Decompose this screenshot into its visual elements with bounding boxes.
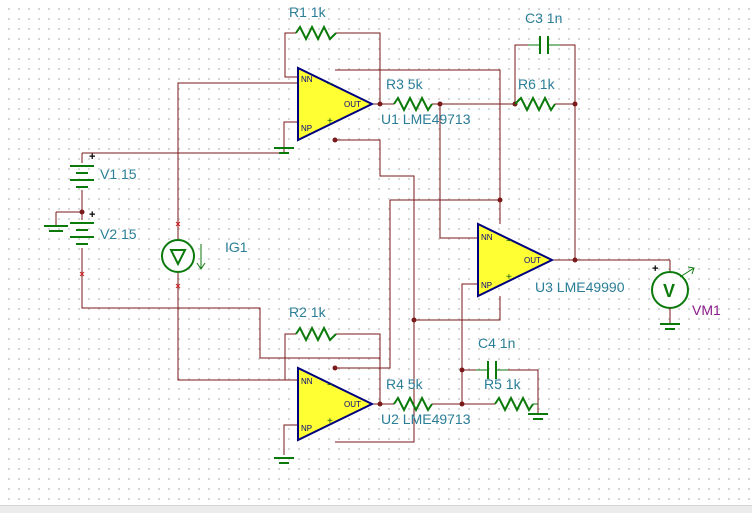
svg-text:+: + (327, 416, 333, 427)
svg-text:OUT: OUT (524, 256, 541, 265)
resistor-r5[interactable]: R5 1k (484, 376, 538, 413)
current-source-ig1[interactable]: IG1 (161, 239, 248, 273)
ground-icon (660, 323, 680, 330)
junction-dot (377, 101, 383, 107)
svg-text:+: + (89, 209, 95, 221)
junction-dot (572, 101, 578, 107)
resistor-r3[interactable]: R3 5k (386, 76, 433, 113)
junction-dot (437, 101, 443, 107)
ground-icon (274, 147, 294, 154)
r6-label: R6 1k (518, 76, 556, 92)
r1-label: R1 1k (289, 4, 327, 20)
svg-text:OUT: OUT (344, 100, 361, 109)
c4-label: C4 1n (478, 335, 515, 351)
junction-dot (79, 209, 85, 215)
opamp-u2[interactable]: NN NP OUT − + U2 LME49713 (297, 366, 471, 442)
voltmeter-vm1[interactable]: V + VM1 (651, 263, 721, 324)
ground-icon (528, 404, 548, 420)
svg-text:−: − (327, 380, 333, 391)
ground-icon (44, 225, 68, 232)
svg-text:NP: NP (301, 424, 312, 433)
junction-dot (332, 137, 338, 143)
svg-text:+: + (327, 116, 333, 127)
svg-text:+: + (652, 263, 658, 275)
resistor-r1[interactable]: R1 1k (289, 4, 337, 42)
r4-label: R4 5k (386, 376, 424, 392)
u1-label: U1 LME49713 (381, 111, 471, 127)
v2-label: V2 15 (100, 226, 137, 242)
svg-text:+: + (506, 272, 512, 283)
junction-dot (459, 367, 465, 373)
svg-text:V: V (663, 281, 675, 301)
u2-label: U2 LME49713 (381, 411, 471, 427)
svg-text:NP: NP (481, 281, 492, 290)
junction-dot (411, 317, 417, 323)
capacitor-c3[interactable]: C3 1n (525, 10, 562, 54)
svg-text:NN: NN (301, 377, 313, 386)
junction-dot (497, 197, 503, 203)
resistor-r2[interactable]: R2 1k (289, 304, 337, 343)
svg-text:−: − (327, 79, 333, 90)
r5-label: R5 1k (484, 376, 522, 392)
resistor-r6[interactable]: R6 1k (514, 76, 556, 113)
svg-text:−: − (506, 236, 512, 247)
ground-icon (274, 457, 294, 464)
c3-label: C3 1n (525, 10, 562, 26)
junction-dot (459, 401, 465, 407)
wires (55, 32, 671, 455)
junction-dot (572, 257, 578, 263)
svg-text:NN: NN (481, 233, 493, 242)
svg-text:NN: NN (301, 75, 313, 84)
u3-label: U3 LME49990 (535, 279, 625, 295)
junction-dot (377, 401, 383, 407)
capacitor-c4[interactable]: C4 1n (476, 335, 515, 379)
r2-label: R2 1k (289, 304, 327, 320)
r3-label: R3 5k (386, 76, 424, 92)
status-strip (0, 505, 752, 513)
ig1-label: IG1 (225, 239, 248, 255)
resistor-r4[interactable]: R4 5k (386, 376, 433, 413)
battery-v2[interactable]: + V2 15 (70, 209, 137, 245)
ground-symbols (44, 147, 680, 464)
svg-text:NP: NP (301, 124, 312, 133)
opamp-u3[interactable]: NN NP OUT − + U3 LME49990 (477, 222, 625, 298)
pin-markers (79, 221, 181, 289)
battery-v1[interactable]: + V1 15 (70, 151, 137, 188)
opamp-u1[interactable]: NN NP OUT − + U1 LME49713 (297, 66, 471, 142)
junction-dot (332, 365, 338, 371)
v1-label: V1 15 (100, 166, 137, 182)
vm1-label: VM1 (692, 302, 721, 318)
svg-text:OUT: OUT (344, 400, 361, 409)
svg-text:+: + (89, 151, 95, 163)
